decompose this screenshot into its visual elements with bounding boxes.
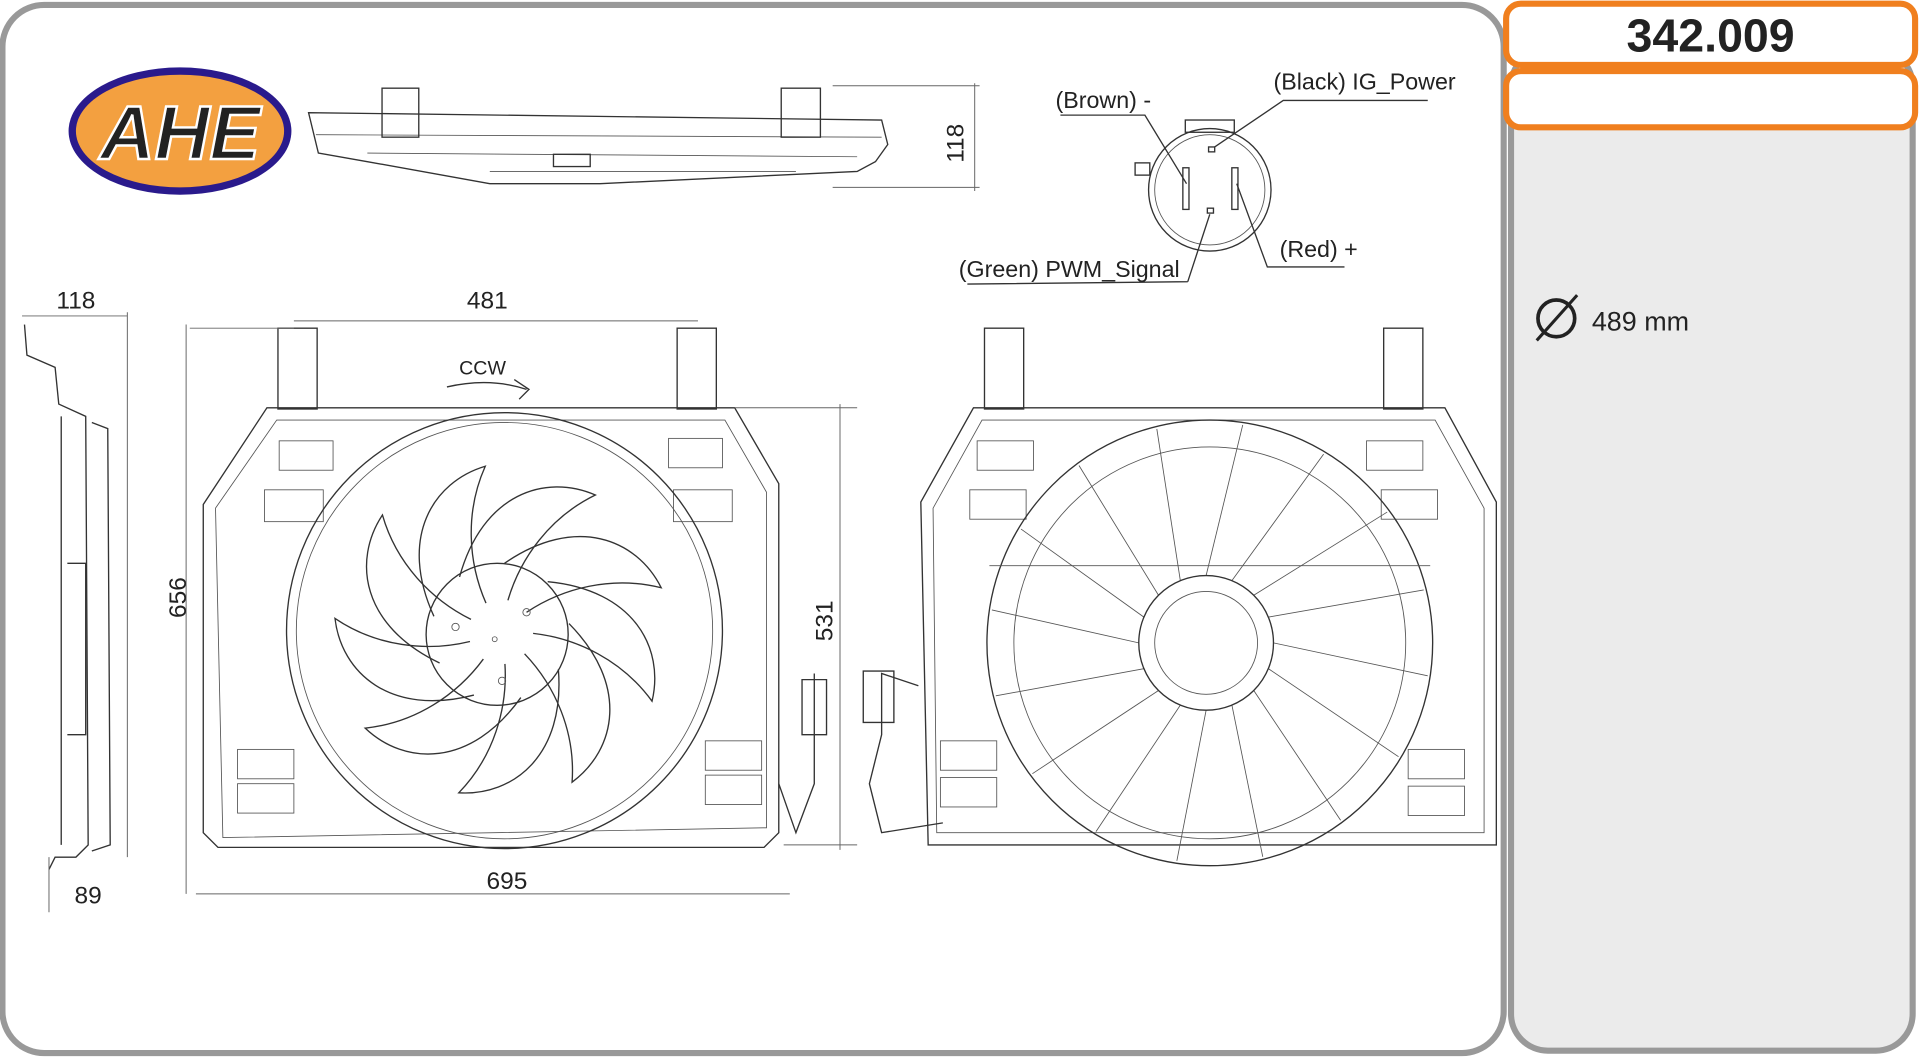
- fan-blade: [457, 663, 560, 794]
- fan-blade: [533, 581, 656, 703]
- stator-spoke: [1273, 642, 1428, 677]
- stator-spoke: [1205, 424, 1244, 576]
- stator-spoke: [1095, 704, 1181, 832]
- info-panel: [1507, 45, 1916, 1054]
- rear-view: [862, 327, 1497, 867]
- connector-pinout: (Brown) - (Black) IG_Power (Red) + (Gree…: [959, 68, 1456, 285]
- stator-spoke: [1078, 465, 1159, 596]
- fan-blade: [334, 617, 475, 702]
- stator-spoke: [1253, 690, 1341, 821]
- stator-spoke: [1032, 690, 1159, 775]
- part-number: 342.009: [1627, 9, 1795, 61]
- pin-brown-label: (Brown) -: [1056, 87, 1152, 113]
- dim-side-bottom: 89: [75, 883, 102, 910]
- diameter-value: 489 mm: [1592, 307, 1689, 337]
- stator-spoke: [995, 668, 1144, 697]
- stator-spoke: [1253, 511, 1388, 596]
- dim-side-depth: 118: [56, 288, 95, 315]
- stator-spoke: [1268, 668, 1399, 758]
- pin-red-label: (Red) +: [1280, 236, 1358, 262]
- dim-height: 656: [165, 577, 192, 618]
- fan-blade: [524, 623, 611, 784]
- dim-width: 695: [487, 868, 528, 895]
- diameter-icon: [1535, 294, 1579, 342]
- dim-top-depth: 118: [943, 124, 970, 163]
- part-number-box: [1503, 0, 1919, 68]
- fan-blade: [418, 465, 487, 617]
- fan-blade: [365, 513, 472, 664]
- dim-bracket-span: 481: [467, 288, 508, 315]
- logo-text: AHE: [98, 91, 263, 176]
- stator-spoke: [1156, 428, 1181, 581]
- secondary-box: [1503, 67, 1919, 131]
- stator-spoke: [1176, 710, 1207, 861]
- ahe-logo: AHE: [68, 67, 292, 195]
- fan-blade: [504, 535, 663, 613]
- fan-blade: [458, 486, 597, 601]
- stator-spoke: [991, 609, 1139, 644]
- fan-blade: [363, 658, 522, 755]
- dim-shroud-height: 531: [812, 600, 839, 641]
- side-view: 118 89: [22, 288, 128, 913]
- stator-spoke: [1231, 453, 1324, 581]
- stator-spoke: [1020, 528, 1145, 618]
- stator-spoke: [1268, 589, 1424, 618]
- stator-spoke: [1231, 705, 1264, 857]
- pin-black-label: (Black) IG_Power: [1273, 68, 1455, 94]
- drawing-panel: [0, 1, 1507, 1057]
- front-view: CCW 481 656 531 695: [165, 288, 858, 895]
- rotation-label: CCW: [459, 358, 506, 380]
- pin-green-label: (Green) PWM_Signal: [959, 256, 1180, 282]
- top-view: 118: [307, 83, 980, 192]
